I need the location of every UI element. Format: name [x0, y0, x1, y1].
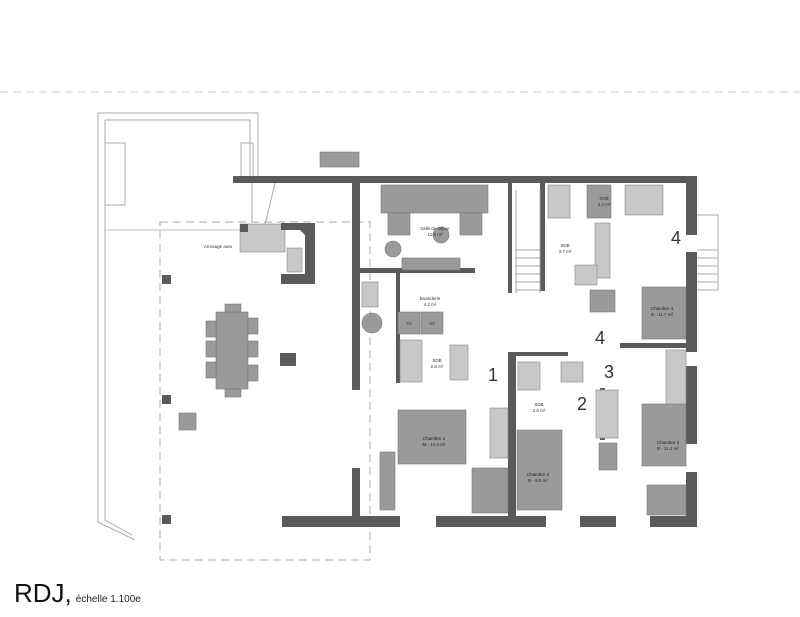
marker-1: 1 [488, 365, 498, 385]
plan-title: RDJ,échelle 1.100e [14, 578, 141, 609]
walls [233, 176, 697, 527]
column [280, 353, 296, 366]
marker-3: 3 [604, 362, 614, 382]
furniture [361, 184, 687, 516]
room-name: Chambre 4 [651, 306, 674, 311]
garden-annotation: Arrosage auto [204, 244, 233, 249]
room-name: Chambre 2 [527, 472, 550, 477]
room-name: Chambre 1 [423, 436, 446, 441]
sink-icon [286, 247, 303, 273]
outdoor-kitchen-wall [281, 223, 315, 284]
room-name: SDB [534, 402, 543, 407]
appliance-label: X2 [406, 321, 412, 326]
room-name: SDB [560, 243, 569, 248]
room-area: B - 11.2 m² [657, 446, 679, 451]
dining-table [205, 303, 259, 398]
section-markers: 1 2 3 4 4 [488, 228, 681, 414]
planter [240, 142, 254, 179]
room-area: M - 14.4 m² [422, 442, 446, 447]
terrace-outline [97, 112, 259, 541]
room-name: Chambre 3 [657, 440, 680, 445]
room-area: 2.8 m² [431, 364, 444, 369]
room-name: SDB [599, 196, 608, 201]
room-name: Buanderie [420, 296, 441, 301]
column [162, 395, 171, 404]
marker-4: 4 [671, 228, 681, 248]
marker-2: 2 [577, 394, 587, 414]
marker-4: 4 [595, 328, 605, 348]
plan-level: RDJ, [14, 578, 72, 608]
interior-stairs [515, 190, 541, 293]
appliance-label: X2 [429, 321, 435, 326]
exterior-steps [697, 214, 719, 291]
column [240, 224, 248, 232]
room-name: Salle de séjour [420, 226, 450, 231]
room-area: 4.2 m² [424, 302, 437, 307]
room-area: 2.6 m² [533, 408, 546, 413]
column [162, 515, 171, 524]
garden-box [178, 412, 197, 431]
room-name: SDB [432, 358, 441, 363]
room-area: B - 11.7 m² [651, 312, 673, 317]
plan-scale: échelle 1.100e [75, 594, 141, 605]
planter [104, 142, 126, 206]
bench [319, 151, 360, 168]
column [162, 275, 171, 284]
room-area: 3.7 m² [559, 249, 572, 254]
room-area: B - 9.5 m² [528, 478, 548, 483]
pergola-outline [159, 221, 371, 561]
room-area: 3.2 m² [598, 202, 611, 207]
room-area: 11.6 m² [428, 232, 443, 237]
exterior-stairs [251, 182, 276, 226]
